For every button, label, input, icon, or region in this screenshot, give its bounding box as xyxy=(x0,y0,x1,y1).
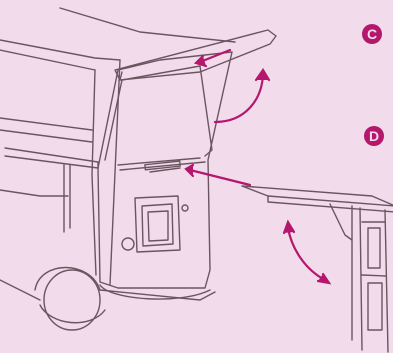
tail-light-right xyxy=(182,205,188,211)
side-awning-bar xyxy=(5,148,98,232)
step-badge-d: D xyxy=(364,126,384,146)
slide-arrow xyxy=(196,50,230,66)
rear-wheel xyxy=(35,268,105,331)
tail-light-left xyxy=(122,238,134,250)
license-plate-box xyxy=(135,196,180,252)
swing-arrow xyxy=(284,222,329,283)
step-badge-c: C xyxy=(362,24,382,44)
insert-arrow xyxy=(186,165,250,185)
rotate-arrow-up xyxy=(215,70,269,122)
side-table xyxy=(242,186,393,352)
van-body xyxy=(0,8,235,300)
